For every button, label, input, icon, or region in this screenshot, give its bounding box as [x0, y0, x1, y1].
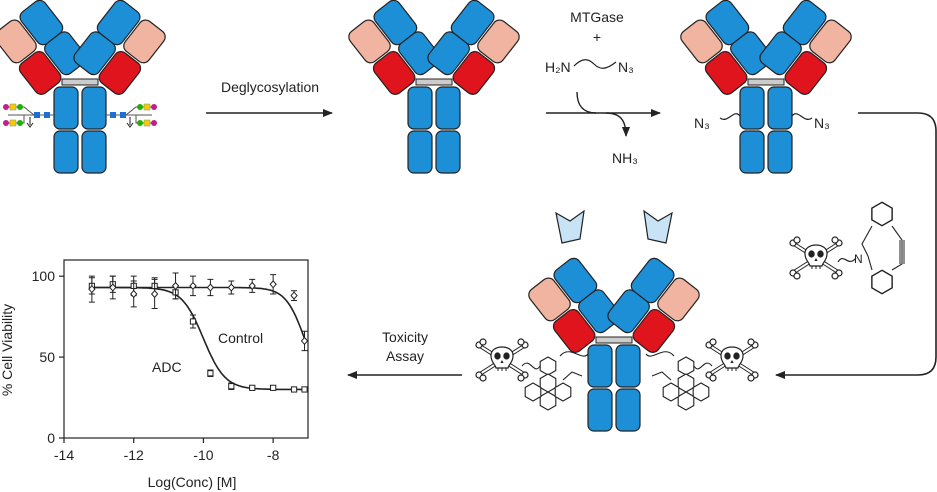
data-point-adc	[301, 386, 308, 393]
skull-crossbones-icon	[788, 235, 844, 281]
annotation-control: Control	[218, 330, 263, 346]
data-point-adc	[189, 318, 197, 325]
x-tick-label: -12	[124, 447, 144, 463]
skull-crossbones-icon	[474, 337, 530, 383]
data-point-adc	[249, 384, 256, 391]
reagent-azide: N₃	[618, 59, 634, 75]
reagent-linker	[573, 59, 617, 69]
data-point-control	[227, 283, 235, 292]
plot-frame	[63, 259, 309, 439]
nh3-out-arrow	[605, 112, 630, 137]
antibody-azide	[677, 0, 855, 174]
azide-label-right: N₃	[814, 115, 830, 131]
dbco-drug-reagent: N	[788, 201, 905, 295]
y-axis-label: % Cell Viability	[0, 304, 15, 396]
data-point-control	[189, 281, 197, 291]
x-axis-label: Log(Conc) [M]	[148, 474, 237, 490]
payload-left	[474, 337, 589, 411]
data-point-adc	[207, 370, 214, 377]
antibody-deglycosylated	[345, 0, 523, 174]
data-point-adc	[270, 384, 277, 391]
x-tick-label: -14	[54, 447, 74, 463]
data-point-control	[109, 283, 117, 292]
dbco-ring-icon: N	[854, 201, 905, 295]
data-point-control	[300, 336, 309, 346]
reagent-in-arrow	[576, 91, 597, 114]
ammonia-label: NH₃	[612, 150, 638, 166]
data-point-control	[269, 280, 277, 289]
azide-linker-right	[791, 113, 813, 120]
glycan-icon	[2, 103, 55, 128]
fit-curve-adc	[91, 286, 305, 391]
mtgase-label: MTGase	[570, 9, 624, 25]
plus-sign: +	[593, 29, 601, 45]
toxicity-label-line2: Assay	[386, 348, 424, 364]
deglycosylation-label: Deglycosylation	[221, 79, 319, 95]
skull-crossbones-icon	[704, 337, 760, 383]
y-tick-label: 100	[32, 268, 56, 284]
data-point-control	[248, 281, 256, 291]
annotation-adc: ADC	[152, 359, 182, 375]
connector-path	[775, 112, 937, 379]
reagent-amine: H₂N	[545, 59, 571, 75]
fit-curve-control	[91, 286, 306, 339]
dbco-nitrogen-label: N	[854, 252, 863, 266]
x-tick-label: -10	[193, 447, 213, 463]
data-point-adc	[290, 386, 298, 393]
data-point-control	[130, 289, 138, 299]
dose-response-chart: -14 -12 -10 -8 0 50 100 Log(Conc) [M] % Cell V…	[0, 259, 309, 490]
toxicity-label-line1: Toxicity	[382, 329, 428, 345]
data-point-control	[150, 289, 159, 299]
y-tick-label: 0	[47, 430, 55, 446]
data-point-control	[290, 291, 298, 300]
data-point-control	[88, 284, 96, 294]
data-point-control	[171, 281, 180, 291]
azide-label-left: N₃	[694, 115, 710, 131]
x-tick-label: -8	[267, 447, 280, 463]
azide-linker-left	[719, 113, 741, 120]
glycan-icon	[105, 103, 158, 128]
y-tick-label: 50	[39, 349, 55, 365]
antibody-native	[0, 0, 169, 174]
data-point-control	[206, 283, 215, 292]
data-point-adc	[228, 383, 235, 390]
payload-right	[645, 337, 760, 411]
